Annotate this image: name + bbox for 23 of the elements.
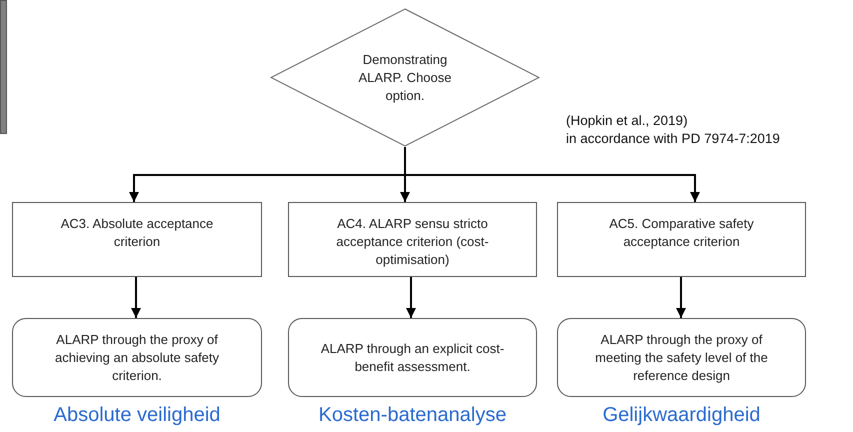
criterion-box bbox=[288, 202, 537, 277]
arrow bbox=[676, 277, 686, 318]
citation-note: in accordance with PD 7974-7:2019 bbox=[566, 130, 780, 148]
category-label: Gelijkwaardigheid bbox=[602, 403, 762, 427]
node-text: ALARP through the proxy of meeting the safety level of the reference design bbox=[594, 330, 769, 384]
category-label: Absolute veiligheid bbox=[52, 403, 222, 427]
outcome-box bbox=[288, 318, 537, 397]
node-text: AC3. Absolute acceptance criterion bbox=[60, 215, 214, 251]
arrow bbox=[404, 147, 700, 202]
criterion-box bbox=[12, 202, 262, 277]
criterion-box bbox=[557, 202, 806, 277]
node-text: AC4. ALARP sensu stricto acceptance criterion (cost-optimisation) bbox=[335, 215, 490, 269]
citation-note: (Hopkin et al., 2019) bbox=[566, 112, 689, 130]
node-text: AC5. Comparative safety acceptance criterion bbox=[608, 215, 755, 251]
outcome-box bbox=[12, 318, 262, 397]
arrow bbox=[406, 277, 416, 318]
category-label: Kosten-batenanalyse bbox=[318, 403, 508, 427]
node-text: ALARP through an explicit cost-benefit assessment. bbox=[320, 340, 506, 376]
outcome-box bbox=[557, 318, 806, 397]
node-text: Demonstrating ALARP. Choose option. bbox=[358, 50, 452, 104]
arrow bbox=[131, 277, 141, 318]
decision-diamond bbox=[270, 8, 540, 147]
node-text: ALARP through the proxy of achieving an absolute safety criterion. bbox=[54, 330, 220, 384]
